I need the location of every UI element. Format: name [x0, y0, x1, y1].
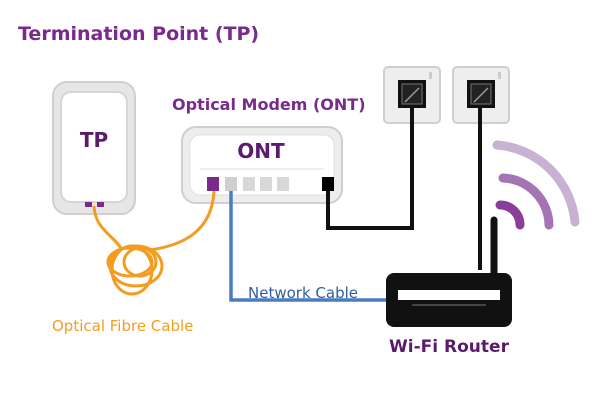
- ont-device: ONT: [181, 126, 343, 204]
- optical-modem-label: Optical Modem (ONT): [172, 95, 366, 114]
- wifi-router: [386, 216, 512, 327]
- ont-device-label: ONT: [237, 139, 285, 163]
- network-cable-label: Network Cable: [248, 284, 358, 302]
- ont-phone-port: [322, 177, 334, 191]
- phone-cable: [326, 106, 414, 230]
- network-cable: [229, 191, 388, 302]
- tp-device: TP: [52, 81, 136, 215]
- wall-socket-icon: [383, 66, 441, 124]
- optical-fibre-cable: [92, 190, 216, 296]
- wifi-router-label: Wi-Fi Router: [389, 337, 510, 357]
- ont-fibre-port: [207, 177, 219, 191]
- wifi-signal-icon: [492, 140, 580, 230]
- termination-point-title: Termination Point (TP): [18, 23, 259, 45]
- ont-lan-port: [225, 177, 237, 191]
- optical-fibre-cable-label: Optical Fibre Cable: [52, 317, 193, 335]
- tp-device-label: TP: [80, 128, 108, 152]
